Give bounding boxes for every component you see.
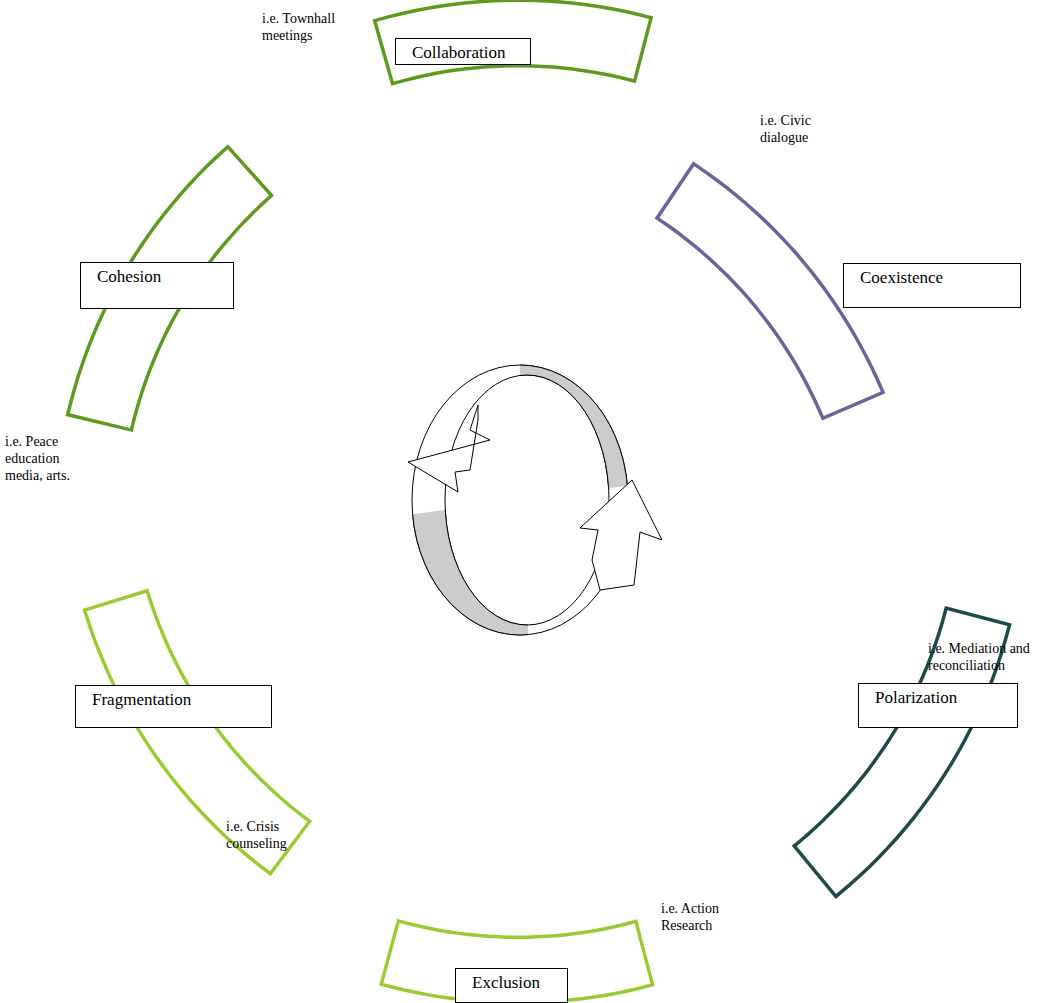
cycle-band: Fragmentationi.e. Crisis counseling xyxy=(81,587,313,877)
cycle-shade xyxy=(412,365,628,635)
stage-label: Exclusion xyxy=(455,968,568,1003)
stage-label: Cohesion xyxy=(80,262,234,309)
cycle-shade xyxy=(412,365,628,635)
example-note: i.e. Mediation and reconciliation xyxy=(928,640,1032,674)
cycle-band: Coexistencei.e. Civic dialogue xyxy=(654,160,887,422)
example-note: i.e. Peace education media, arts. xyxy=(5,433,87,484)
stage-label: Collaboration xyxy=(395,38,531,65)
stage-label: Fragmentation xyxy=(75,685,272,728)
cycle-band: Polarizationi.e. Mediation and reconcili… xyxy=(791,604,1013,900)
example-note: i.e. Townhall meetings xyxy=(262,10,352,44)
band-outer-line xyxy=(379,4,646,79)
band-outer-line xyxy=(72,152,266,426)
cycle-band: Exclusioni.e. Action Research xyxy=(377,917,657,1003)
cycle-arrowhead xyxy=(408,405,490,492)
cycle-arrowhead xyxy=(580,480,662,590)
example-note: i.e. Civic dialogue xyxy=(760,112,840,146)
band-gap xyxy=(379,4,646,79)
example-note: i.e. Action Research xyxy=(661,900,731,934)
example-note: i.e. Crisis counseling xyxy=(226,818,296,852)
cycle-band: Collaborationi.e. Townhall meetings xyxy=(371,0,655,88)
band-gap xyxy=(72,152,266,426)
band-outer-line xyxy=(89,595,304,868)
cycle-ring xyxy=(412,365,628,635)
cycle-band: Cohesioni.e. Peace education media, arts… xyxy=(64,143,275,434)
stage-label: Coexistence xyxy=(843,263,1021,308)
stage-label: Polarization xyxy=(858,683,1018,728)
band-gap xyxy=(89,595,304,868)
